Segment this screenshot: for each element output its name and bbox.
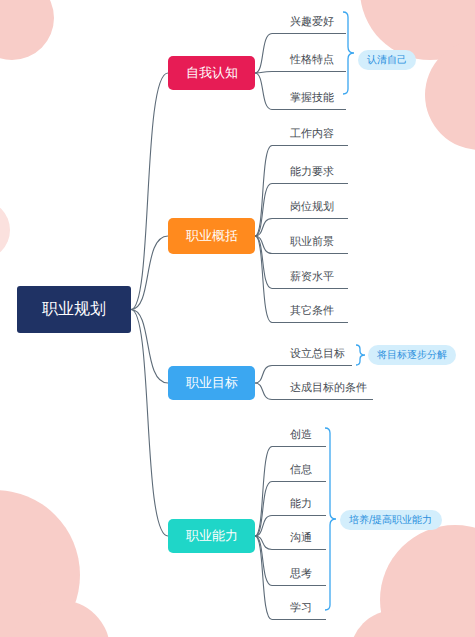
leaf-label: 设立总目标 bbox=[272, 346, 352, 366]
note-pill: 将目标逐步分解 bbox=[368, 345, 456, 365]
leaf-label: 职业前景 bbox=[272, 234, 348, 254]
leaf-label: 薪资水平 bbox=[272, 269, 348, 289]
node-text: 能力要求 bbox=[290, 164, 342, 179]
branch-box: 自我认知 bbox=[168, 56, 255, 90]
connector bbox=[131, 236, 168, 310]
connector bbox=[255, 447, 272, 537]
node-text: 掌握技能 bbox=[290, 90, 340, 105]
leaf-label: 岗位规划 bbox=[272, 199, 348, 219]
note-pill: 培养/提高职业能力 bbox=[340, 510, 442, 530]
leaf-label: 信息 bbox=[272, 462, 326, 482]
leaf-label: 性格特点 bbox=[272, 52, 346, 72]
connector bbox=[255, 536, 272, 620]
node-text: 兴趣爱好 bbox=[290, 14, 340, 29]
node-text: 能力 bbox=[290, 496, 320, 511]
node-text: 性格特点 bbox=[290, 52, 340, 67]
leaf-label: 达成目标的条件 bbox=[272, 380, 373, 400]
leaf-label: 沟通 bbox=[272, 530, 326, 550]
node-text: 工作内容 bbox=[290, 126, 342, 141]
node-text: 沟通 bbox=[290, 530, 320, 545]
note-pill: 认清自己 bbox=[358, 50, 416, 70]
node-text: 职业目标 bbox=[186, 374, 238, 392]
connector bbox=[255, 34, 272, 74]
connector bbox=[255, 482, 272, 537]
node-text: 职业概括 bbox=[186, 227, 238, 245]
connector bbox=[255, 383, 272, 400]
leaf-label: 能力要求 bbox=[272, 164, 348, 184]
branch-box: 职业能力 bbox=[168, 519, 255, 553]
node-text: 思考 bbox=[290, 566, 320, 581]
leaf-label: 学习 bbox=[272, 600, 326, 620]
node-text: 自我认知 bbox=[186, 64, 238, 82]
node-text: 培养/提高职业能力 bbox=[349, 513, 433, 527]
leaf-label: 能力 bbox=[272, 496, 326, 516]
node-text: 认清自己 bbox=[367, 53, 407, 67]
node-text: 达成目标的条件 bbox=[290, 380, 367, 395]
connector bbox=[255, 146, 272, 237]
node-text: 其它条件 bbox=[290, 303, 342, 318]
leaf-label: 创造 bbox=[272, 427, 326, 447]
branch-box: 职业目标 bbox=[168, 366, 255, 400]
node-text: 职业前景 bbox=[290, 234, 342, 249]
node-text: 岗位规划 bbox=[290, 199, 342, 214]
connector bbox=[255, 516, 272, 537]
node-text: 将目标逐步分解 bbox=[377, 348, 447, 362]
connector bbox=[255, 366, 272, 384]
connector bbox=[255, 536, 272, 586]
node-text: 职业能力 bbox=[186, 527, 238, 545]
leaf-label: 工作内容 bbox=[272, 126, 348, 146]
branch-box: 职业概括 bbox=[168, 218, 255, 254]
leaf-label: 思考 bbox=[272, 566, 326, 586]
connector bbox=[255, 219, 272, 237]
root-box: 职业规划 bbox=[17, 286, 131, 333]
leaf-label: 兴趣爱好 bbox=[272, 14, 346, 34]
connector bbox=[255, 73, 272, 110]
node-text: 设立总目标 bbox=[290, 346, 346, 361]
connector bbox=[131, 310, 168, 537]
node-text: 薪资水平 bbox=[290, 269, 342, 284]
connector bbox=[131, 73, 168, 310]
node-text: 创造 bbox=[290, 427, 320, 442]
leaf-label: 掌握技能 bbox=[272, 90, 346, 110]
leaf-label: 其它条件 bbox=[272, 303, 348, 323]
connector bbox=[255, 72, 272, 74]
connector bbox=[255, 236, 272, 323]
connector bbox=[255, 184, 272, 237]
node-text: 信息 bbox=[290, 462, 320, 477]
node-text: 学习 bbox=[290, 600, 320, 615]
node-text: 职业规划 bbox=[42, 299, 106, 320]
connector bbox=[131, 310, 168, 384]
